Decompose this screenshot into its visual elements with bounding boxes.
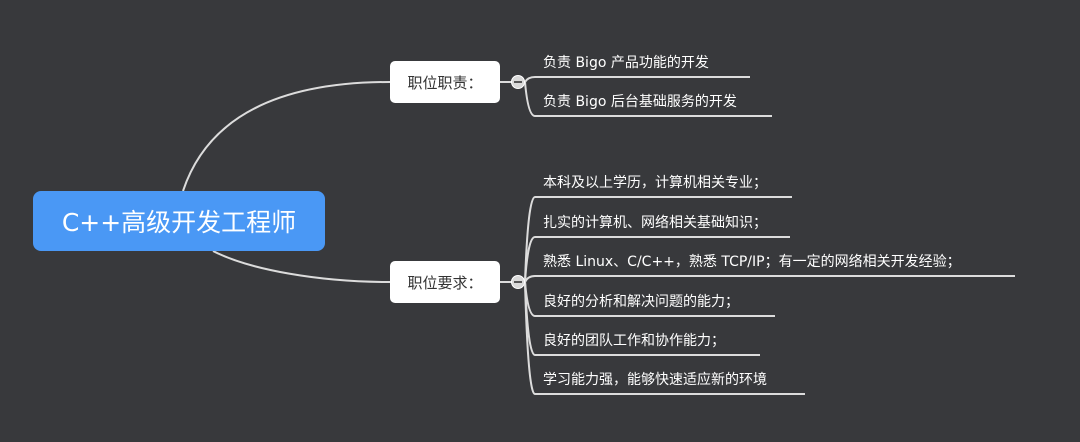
requirement-item-3[interactable]: 熟悉 Linux、C/C++，熟悉 TCP/IP；有一定的网络相关开发经验； [543, 254, 961, 270]
branch-requirements[interactable]: 职位要求： [390, 261, 500, 303]
duties-leaf-line-1 [524, 76, 750, 83]
requirement-item-5[interactable]: 良好的团队工作和协作能力； [543, 333, 725, 349]
requirement-item-6[interactable]: 学习能力强，能够快速适应新的环境 [543, 372, 767, 388]
root-to-requirements-line [212, 250, 391, 283]
duties-leaf-line-2 [524, 81, 772, 117]
duty-item-2[interactable]: 负责 Bigo 后台基础服务的开发 [543, 94, 737, 110]
branch-duties[interactable]: 职位职责： [390, 61, 500, 103]
req-leaf-line-2 [524, 236, 790, 283]
requirement-item-4[interactable]: 良好的分析和解决问题的能力； [543, 294, 739, 310]
minus-circle-icon[interactable] [511, 75, 525, 89]
requirement-item-1[interactable]: 本科及以上学历，计算机相关专业； [543, 175, 767, 191]
branch-duties-label: 职位职责： [407, 73, 483, 92]
branch-requirements-label: 职位要求： [407, 273, 483, 292]
root-to-duties-line [182, 81, 391, 192]
root-topic[interactable]: C++高级开发工程师 [33, 191, 325, 251]
root-topic-label: C++高级开发工程师 [61, 208, 297, 237]
duty-item-1[interactable]: 负责 Bigo 产品功能的开发 [543, 55, 709, 71]
minus-circle-icon[interactable] [511, 275, 525, 289]
req-leaf-line-6 [524, 281, 805, 395]
requirement-item-2[interactable]: 扎实的计算机、网络相关基础知识； [543, 215, 767, 231]
req-leaf-line-3 [524, 275, 1015, 283]
